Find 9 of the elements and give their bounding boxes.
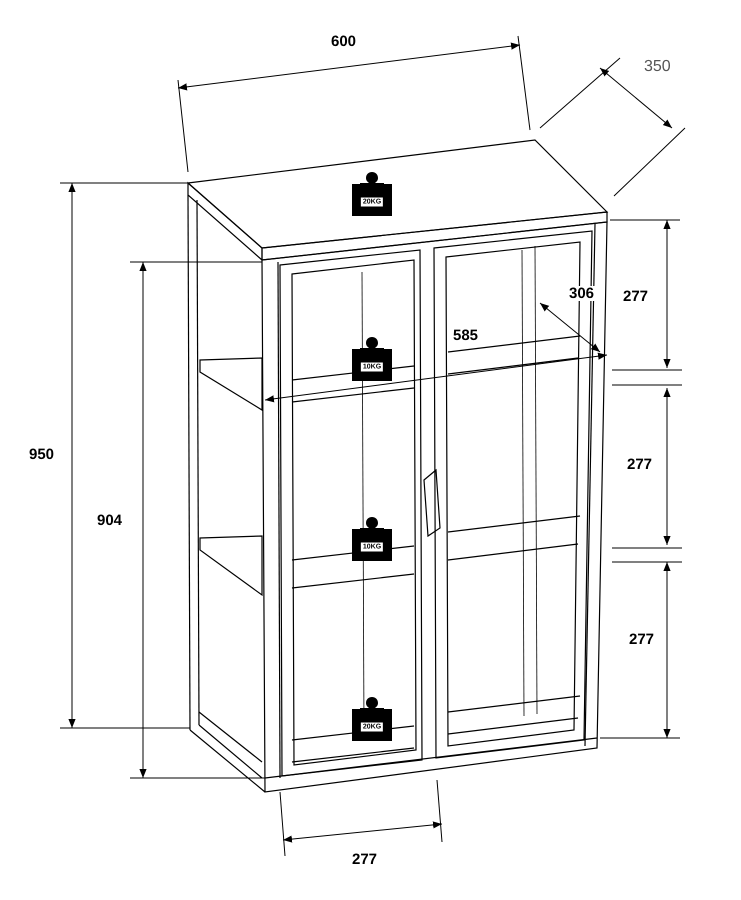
dimension-label: 904 xyxy=(96,513,124,528)
dimension-label: 600 xyxy=(330,34,358,49)
dimension-label: 950 xyxy=(28,447,56,462)
dimension-label: 277 xyxy=(351,852,378,867)
dimension-label: 277 xyxy=(626,457,654,472)
dimension-label: 306 xyxy=(568,286,596,301)
dimension-label: 277 xyxy=(622,289,650,304)
dimension-label: 277 xyxy=(628,632,656,647)
dimension-label: 585 xyxy=(452,328,480,343)
